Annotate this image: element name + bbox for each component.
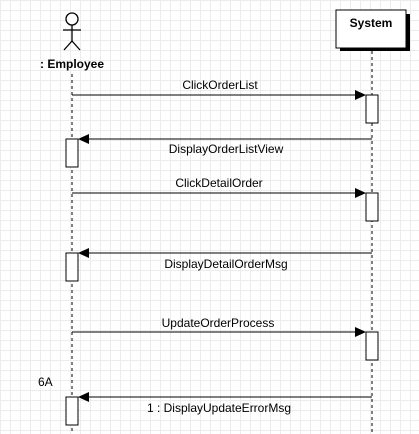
- message-label: 1 : DisplayUpdateErrorMsg: [147, 401, 291, 415]
- message-arrow: UpdateOrderProcess: [72, 316, 366, 337]
- employee-activation-bar: [65, 252, 79, 282]
- message-arrow: DisplayOrderListView: [78, 134, 372, 156]
- system-activation-bar: [365, 192, 379, 222]
- system-lifeline-head: System: [335, 9, 410, 51]
- message-arrow: 1 : DisplayUpdateErrorMsg: [78, 392, 372, 415]
- system-label: System: [350, 16, 393, 30]
- employee-actor-icon: [63, 12, 81, 51]
- message-label: ClickDetailOrder: [175, 176, 262, 190]
- employee-activation-bar: [65, 396, 79, 426]
- system-activation-bar: [365, 331, 379, 361]
- employee-activation-bar: [65, 138, 79, 168]
- system-activation-bar: [365, 94, 379, 124]
- message-arrow: ClickOrderList: [72, 78, 366, 100]
- message-label: DisplayDetailOrderMsg: [164, 257, 287, 271]
- message-label: UpdateOrderProcess: [162, 316, 275, 330]
- message-arrow: ClickDetailOrder: [72, 176, 366, 198]
- actor-label: : Employee: [40, 57, 104, 71]
- message-label: ClickOrderList: [182, 78, 258, 92]
- alternate-flow-label: 6A: [38, 375, 53, 389]
- message-arrow: DisplayDetailOrderMsg: [78, 248, 372, 271]
- message-label: DisplayOrderListView: [169, 142, 284, 156]
